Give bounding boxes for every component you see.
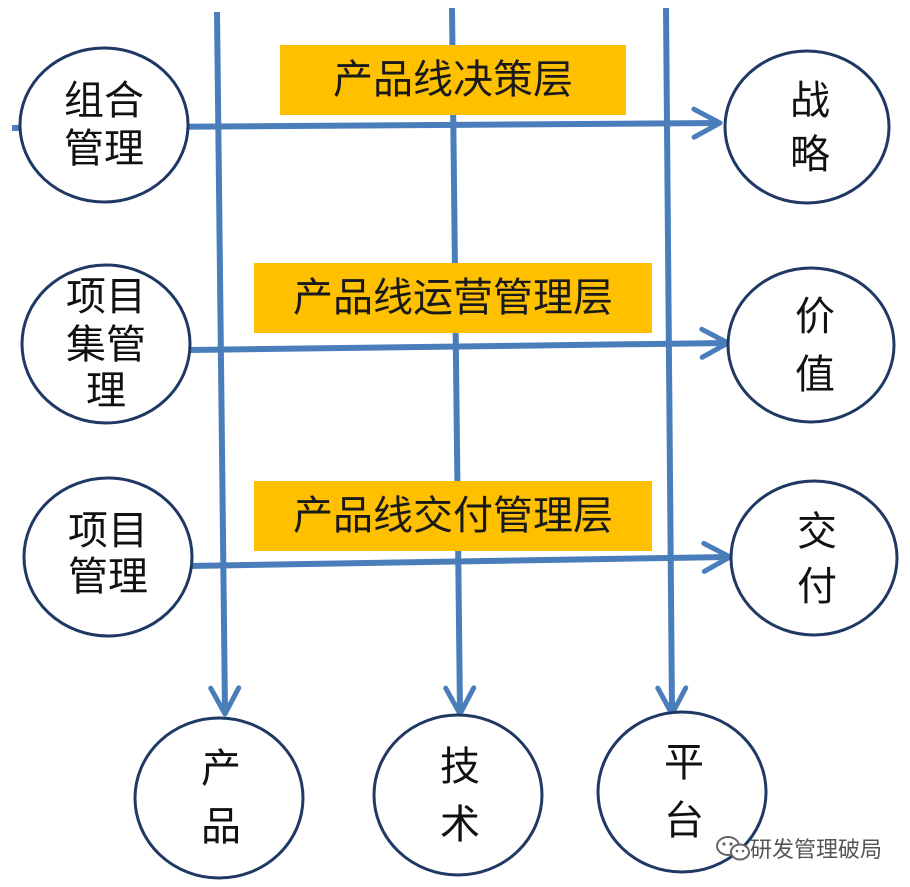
node-value-line1: 价 [795, 294, 835, 340]
layer-band-operation [254, 263, 652, 333]
node-program-management [20, 263, 192, 425]
node-value-line2: 值 [795, 352, 835, 398]
node-technology-line1: 技 [440, 744, 480, 790]
node-project-management-line2: 管理 [68, 554, 148, 600]
node-technology-line2: 术 [440, 802, 480, 848]
left-nodes: 组合 管理 项目 集管 理 项目 管理 [18, 46, 194, 638]
vertical-arrow-product [208, 11, 242, 717]
node-portfolio-management-line2: 管理 [64, 126, 144, 172]
node-delivery [729, 479, 899, 637]
horizontal-arrow-value [189, 326, 731, 360]
wechat-icon [716, 836, 750, 861]
node-program-management-line2: 集管 [66, 322, 146, 368]
right-nodes: 战 略 价 值 交 付 [723, 49, 899, 637]
layer-label-delivery: 产品线交付管理层 [293, 493, 613, 539]
node-product [133, 716, 305, 880]
node-strategy-line2: 略 [790, 132, 830, 178]
layer-bands: 产品线决策层 产品线运营管理层 产品线交付管理层 [254, 45, 652, 551]
layer-label-decision: 产品线决策层 [333, 57, 573, 103]
node-product-line1: 产 [201, 746, 241, 792]
node-delivery-line1: 交 [797, 509, 837, 555]
layer-band-delivery [254, 481, 652, 551]
node-program-management-line1: 项目 [66, 274, 146, 320]
horizontal-arrow-delivery [189, 540, 733, 574]
node-program-management-line3: 理 [86, 368, 126, 414]
node-product-line2: 品 [201, 804, 241, 850]
node-value [726, 266, 896, 424]
node-project-management-line1: 项目 [68, 508, 148, 554]
layer-label-operation: 产品线运营管理层 [293, 275, 613, 321]
node-technology [372, 713, 544, 877]
vertical-arrow-platform [655, 7, 689, 717]
bottom-nodes: 产 品 技 术 平 台 [133, 710, 768, 880]
node-strategy [723, 49, 891, 205]
node-strategy-line1: 战 [790, 78, 830, 124]
watermark-text: 研发管理破局 [750, 838, 882, 863]
node-platform [596, 710, 768, 874]
node-portfolio-management-line1: 组合 [64, 78, 144, 124]
layer-band-decision [280, 45, 626, 115]
watermark: 研发管理破局 [716, 836, 882, 863]
node-delivery-line2: 付 [797, 564, 837, 610]
node-platform-line1: 平 [664, 740, 704, 786]
node-project-management [22, 476, 194, 638]
node-portfolio-management [18, 46, 190, 204]
node-platform-line2: 台 [664, 798, 704, 844]
